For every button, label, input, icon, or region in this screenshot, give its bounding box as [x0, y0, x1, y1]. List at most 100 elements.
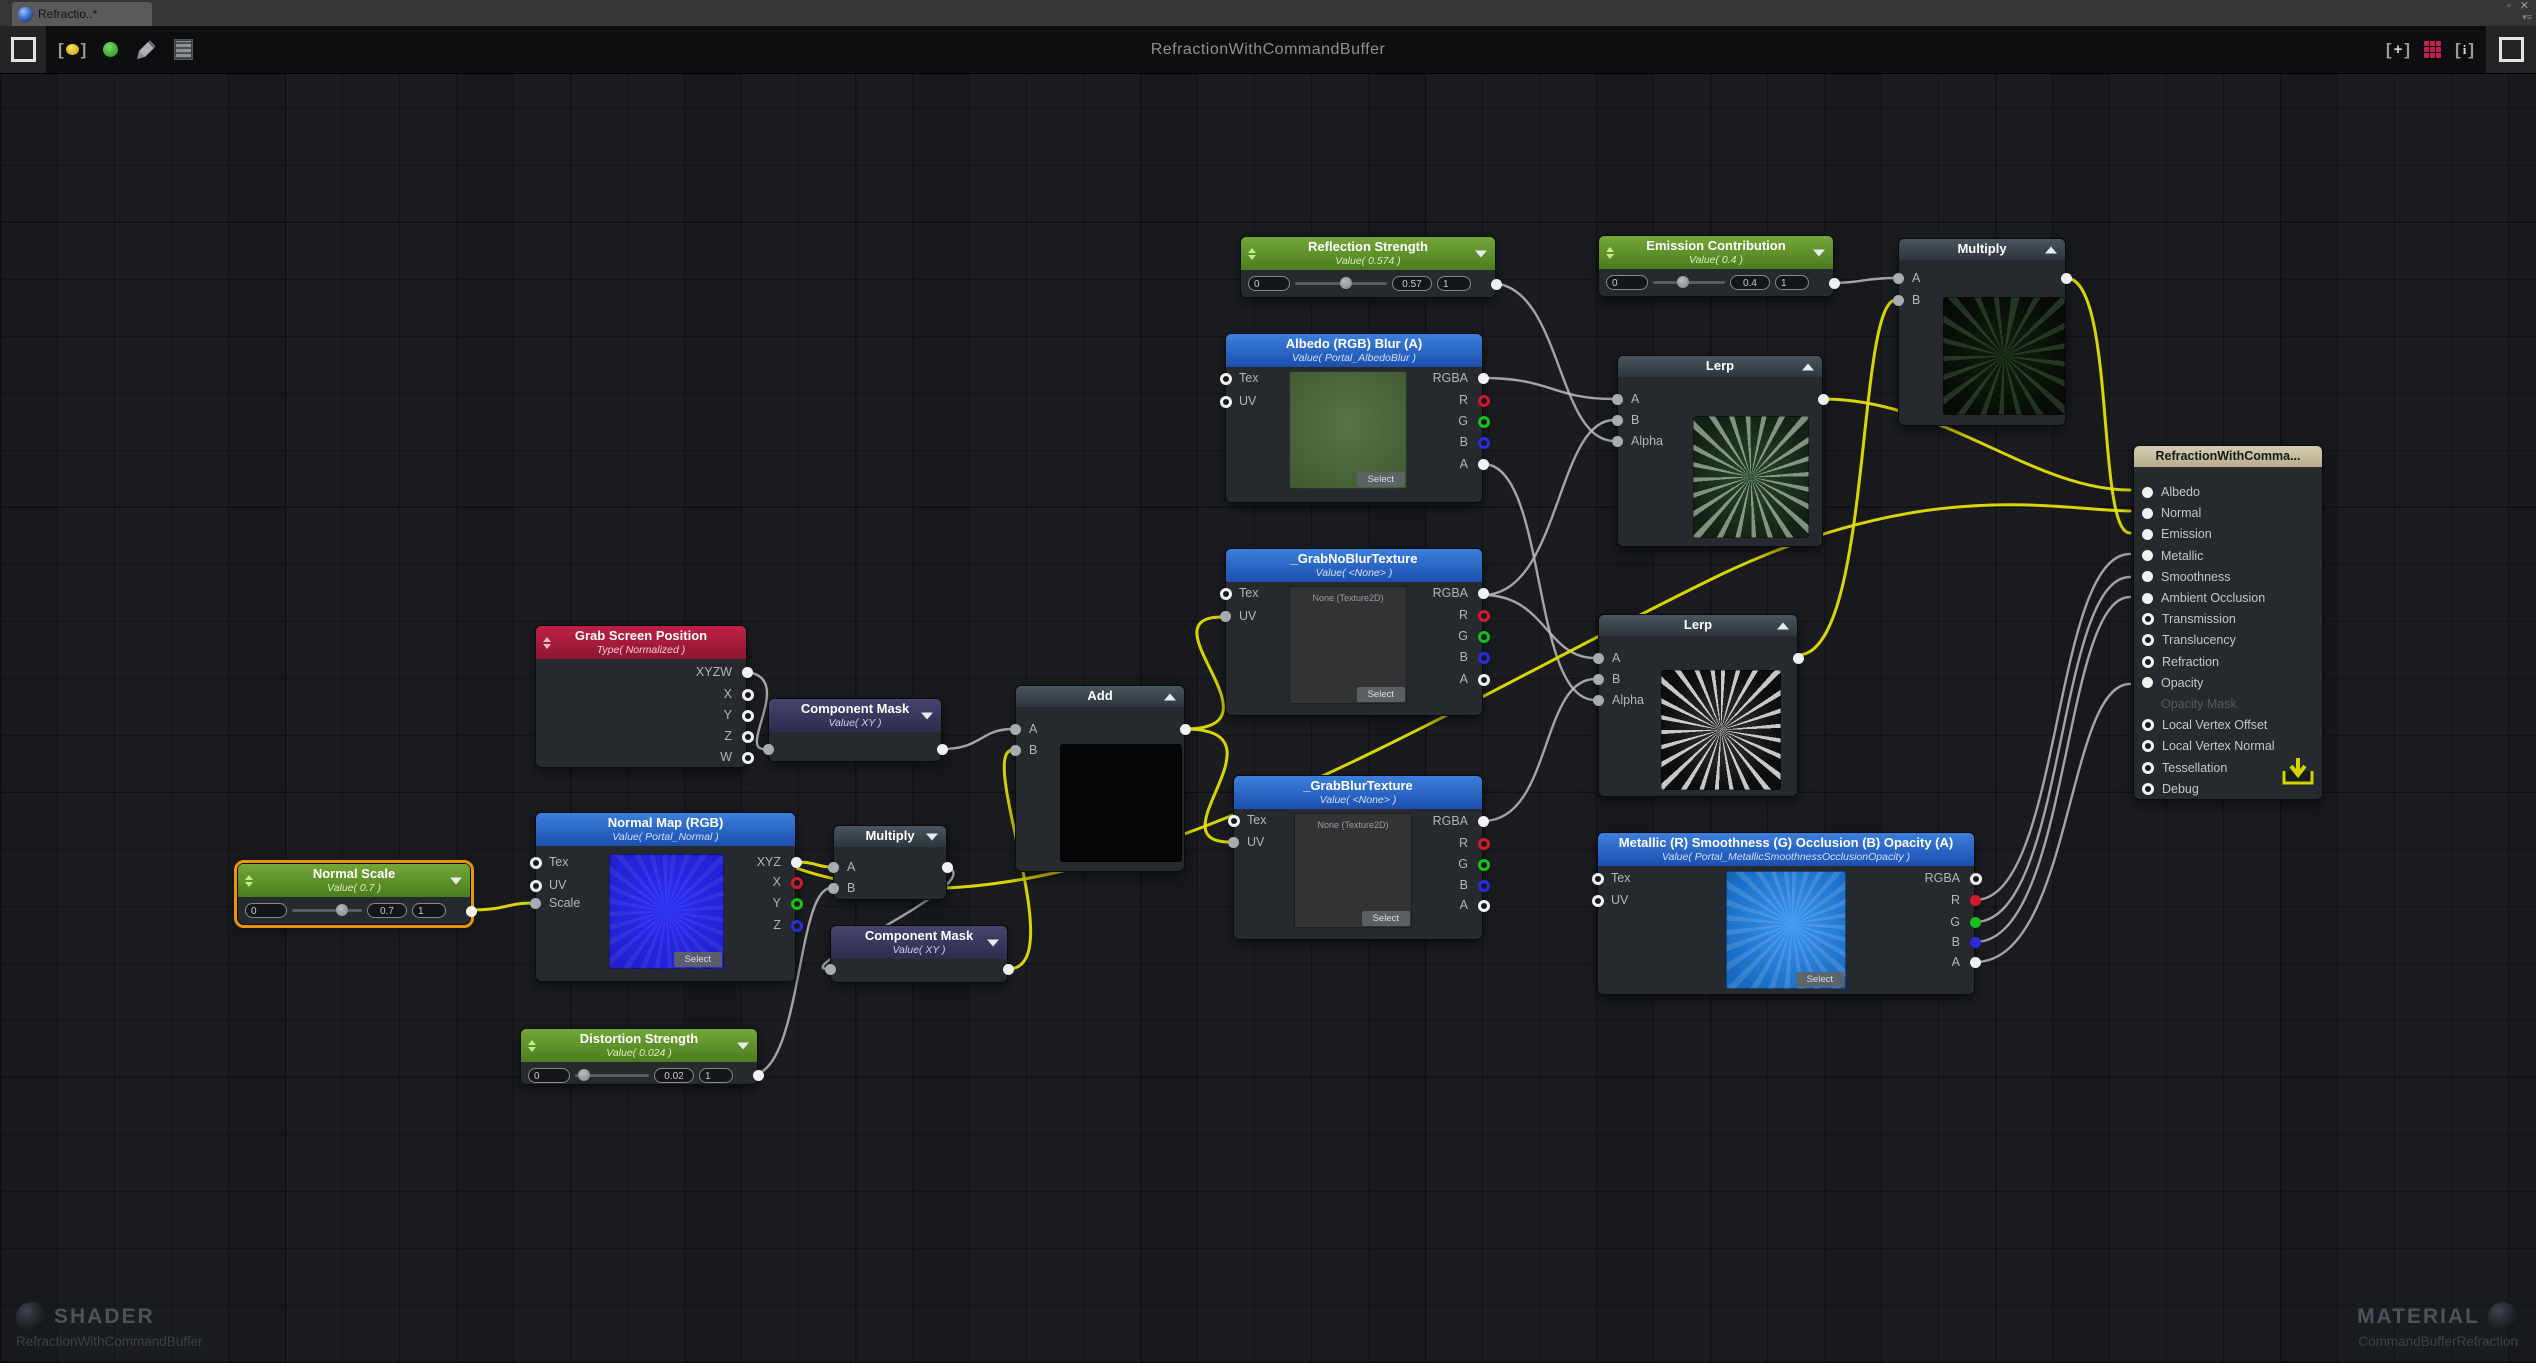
output-port-rgba[interactable] — [1478, 373, 1489, 384]
select-texture-button[interactable]: Select — [1795, 972, 1844, 987]
master-port-row-debug[interactable]: Debug — [2142, 779, 2316, 799]
input-port-b[interactable] — [828, 883, 839, 894]
output-port-rgba[interactable] — [1970, 873, 1982, 885]
output-port-w[interactable] — [742, 752, 754, 764]
output-port-z[interactable] — [791, 920, 803, 932]
output-port-x[interactable] — [742, 689, 754, 701]
node-header[interactable]: Multiply — [1899, 239, 2065, 260]
slider-value-field[interactable]: 0.4 — [1730, 274, 1770, 290]
input-port-uv[interactable] — [1592, 895, 1604, 907]
node-header[interactable]: Lerp — [1599, 615, 1797, 636]
output-port-a[interactable] — [1970, 957, 1981, 968]
side-panel-button[interactable] — [2486, 26, 2536, 73]
master-port[interactable] — [2142, 655, 2154, 668]
input-port[interactable] — [825, 964, 836, 975]
slider-track[interactable] — [575, 1069, 649, 1081]
output-port-r[interactable] — [1478, 838, 1490, 850]
master-port[interactable] — [2142, 613, 2154, 626]
input-port-a[interactable] — [1893, 273, 1904, 284]
output-port[interactable] — [1003, 964, 1014, 975]
collapse-up-icon[interactable] — [1777, 622, 1789, 629]
focus-button[interactable]: [] — [58, 39, 87, 59]
collapse-up-icon[interactable] — [1164, 693, 1176, 700]
input-port-alpha[interactable] — [1612, 436, 1623, 447]
collapse-down-icon[interactable] — [450, 877, 462, 884]
output-port-b[interactable] — [1478, 652, 1490, 664]
input-port-b[interactable] — [1612, 415, 1623, 426]
input-port-b[interactable] — [1010, 745, 1021, 756]
output-port-r[interactable] — [1478, 395, 1490, 407]
node-header[interactable]: Normal Map (RGB)Value( Portal_Normal ) — [536, 813, 795, 846]
node-normal-map[interactable]: Normal Map (RGB)Value( Portal_Normal )Te… — [530, 812, 803, 982]
master-port-row-smoothness[interactable]: Smoothness — [2142, 567, 2316, 587]
output-port-rgba[interactable] — [1478, 588, 1489, 599]
input-port[interactable] — [763, 744, 774, 755]
output-port-b[interactable] — [1478, 437, 1490, 449]
node-header[interactable]: RefractionWithComma... — [2134, 446, 2322, 467]
master-port-row-emission[interactable]: Emission — [2142, 524, 2316, 544]
slider-min-field[interactable]: 0 — [1606, 274, 1648, 290]
node-header[interactable]: Add — [1016, 686, 1184, 707]
output-port-r[interactable] — [1970, 895, 1981, 906]
master-port[interactable] — [2142, 592, 2153, 604]
node-albedo-blur[interactable]: Albedo (RGB) Blur (A)Value( Portal_Albed… — [1220, 333, 1490, 503]
output-port-a[interactable] — [1478, 459, 1489, 470]
output-port[interactable] — [1793, 653, 1804, 664]
clean-brush-icon[interactable] — [135, 39, 157, 61]
slider-handle[interactable] — [1677, 276, 1690, 288]
output-port-r[interactable] — [1478, 610, 1490, 622]
output-port-g[interactable] — [1478, 631, 1490, 643]
input-port-uv[interactable] — [1228, 837, 1239, 848]
console-icon[interactable] — [174, 39, 194, 60]
master-port-row-local-vertex-normal[interactable]: Local Vertex Normal — [2142, 736, 2316, 756]
output-port-b[interactable] — [1970, 937, 1981, 948]
master-port-row-opacity-mask[interactable]: Opacity Mask — [2142, 694, 2316, 714]
master-port[interactable] — [2142, 634, 2154, 647]
collapse-down-icon[interactable] — [926, 833, 938, 840]
input-port-tex[interactable] — [1220, 373, 1232, 385]
master-port[interactable] — [2142, 571, 2153, 583]
master-port[interactable] — [2142, 550, 2153, 562]
output-port[interactable] — [1829, 278, 1840, 289]
input-port-uv[interactable] — [1220, 396, 1232, 408]
input-port-tex[interactable] — [1228, 815, 1240, 827]
output-port-y[interactable] — [791, 898, 803, 910]
master-port[interactable] — [2142, 782, 2154, 795]
select-texture-button[interactable]: Select — [1356, 687, 1405, 702]
input-port-tex[interactable] — [530, 857, 542, 869]
shortcuts-icon[interactable] — [2424, 41, 2442, 58]
slider-track[interactable] — [1653, 276, 1725, 288]
input-port-a[interactable] — [1612, 394, 1623, 405]
output-port-g[interactable] — [1970, 917, 1981, 928]
input-port-tex[interactable] — [1592, 873, 1604, 885]
input-port-scale[interactable] — [530, 898, 541, 909]
output-port-g[interactable] — [1478, 416, 1490, 428]
input-port-b[interactable] — [1593, 674, 1604, 685]
output-port[interactable] — [753, 1070, 764, 1081]
fit-view-button[interactable]: [+] — [2385, 39, 2411, 59]
slider-min-field[interactable]: 0 — [245, 902, 287, 918]
output-port-xyzw[interactable] — [742, 667, 753, 678]
output-port[interactable] — [937, 744, 948, 755]
window-controls[interactable]: ▫ ✕ ▾≡ — [2507, 1, 2532, 23]
output-port-rgba[interactable] — [1478, 816, 1489, 827]
shader-document-tab[interactable]: Refractio..* — [12, 2, 152, 26]
panel-toggle-button[interactable] — [0, 26, 46, 73]
slider-max-field[interactable]: 1 — [699, 1067, 733, 1083]
select-texture-button[interactable]: Select — [1356, 472, 1405, 487]
master-port-row-albedo[interactable]: Albedo — [2142, 482, 2316, 502]
master-port-row-transmission[interactable]: Transmission — [2142, 609, 2316, 629]
